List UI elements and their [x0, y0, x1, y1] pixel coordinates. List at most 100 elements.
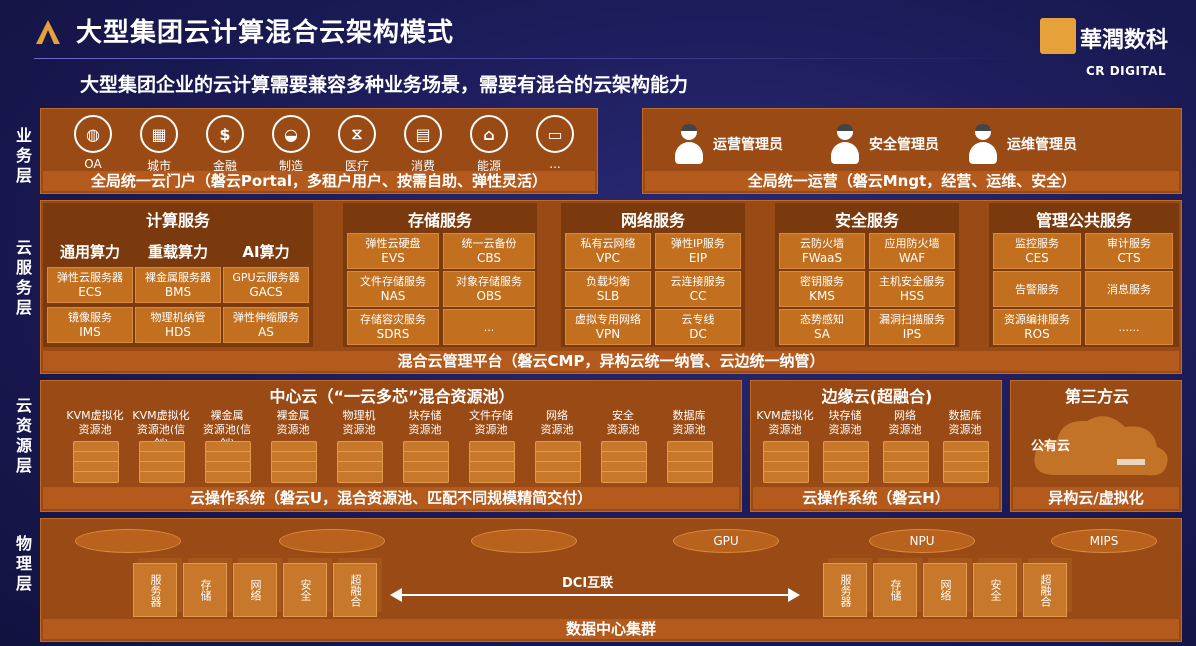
layer-label-physical: 物理层 — [15, 534, 32, 593]
service-name: 对象存储服务 — [456, 275, 522, 288]
service-cell: ... — [443, 309, 535, 345]
service-code: CC — [689, 289, 707, 303]
stack-layer — [667, 471, 713, 483]
service-name: 弹性IP服务 — [671, 237, 725, 250]
resource-pool-stack-icon — [763, 441, 809, 485]
hardware-box: 超融合 — [1023, 563, 1067, 617]
brand-logo: 華潤数科 CR DIGITAL — [1040, 18, 1180, 82]
cloud-icon — [1034, 416, 1168, 476]
resource-pool-stack-icon — [469, 441, 515, 485]
stack-layer — [469, 471, 515, 483]
resource-pool-label: 块存储资源池 — [815, 409, 875, 437]
resource-pool-type: 资源池 — [78, 423, 112, 436]
dci-arrow — [390, 588, 800, 602]
compute-group-ai: AI算力 — [242, 243, 290, 261]
resource-pool-stack-icon — [73, 441, 119, 485]
service-code: VPC — [596, 251, 620, 265]
admin-ops: 运维管理员 — [967, 119, 1077, 169]
service-code: SLB — [596, 289, 620, 303]
business-scenario-0: ◍OA — [69, 115, 117, 171]
business-scenario-label: 金融 — [212, 159, 237, 173]
title-divider — [34, 58, 1034, 59]
admin-security: 安全管理员 — [829, 119, 939, 169]
service-name: 漏洞扫描服务 — [879, 313, 945, 326]
stack-layer — [271, 471, 317, 483]
hardware-box: 网络 — [233, 563, 277, 617]
service-code: CTS — [1117, 251, 1141, 265]
service-code: AS — [258, 325, 274, 339]
hardware-chip-disc — [471, 529, 577, 553]
stack-layer — [403, 471, 449, 483]
resource-pool-stack-icon — [823, 441, 869, 485]
center-cloud-panel: 中心云（“一云多芯”混合资源池） KVM虚拟化资源池KVM虚拟化资源池(信创)裸… — [40, 380, 742, 512]
resource-pool-name: 文件存储 — [469, 409, 513, 422]
resource-pool-label: 文件存储资源池 — [461, 409, 521, 437]
stack-layer — [337, 471, 383, 483]
service-code: CBS — [476, 251, 502, 265]
service-code: GACS — [249, 285, 283, 299]
service-name: 私有云网络 — [580, 237, 636, 250]
resource-pool-type: 资源池 — [606, 423, 640, 436]
resource-pool-type: 资源池 — [276, 423, 310, 436]
service-name: 弹性伸缩服务 — [233, 311, 299, 324]
center-cloud-title: 中心云（“一云多芯”混合资源池） — [269, 387, 515, 406]
service-code: DC — [689, 327, 707, 341]
service-name: 监控服务 — [1015, 237, 1059, 250]
third-party-cloud-title: 第三方云 — [1064, 387, 1129, 406]
hardware-box: 存储 — [183, 563, 227, 617]
globe-icon: ◍ — [74, 115, 112, 153]
hardware-box: 服务器 — [823, 563, 867, 617]
resource-pool-name: 块存储 — [828, 409, 862, 422]
service-code: VPN — [595, 327, 621, 341]
brand-mark-icon — [1040, 18, 1076, 54]
resource-pool-stack-icon — [271, 441, 317, 485]
service-name: 统一云备份 — [461, 237, 517, 250]
business-scenario-label: ... — [549, 157, 561, 171]
resource-pool-type: 资源池 — [768, 423, 802, 436]
stack-layer — [601, 471, 647, 483]
resource-pool-label: KVM虚拟化资源池 — [755, 409, 815, 437]
service-name: 应用防火墙 — [884, 237, 940, 250]
service-name: 弹性云服务器 — [57, 271, 123, 284]
dci-label: DCI互联 — [562, 576, 614, 591]
page-title: 大型集团云计算混合云架构模式 — [76, 18, 455, 48]
resource-pool-type: 资源池 — [540, 423, 574, 436]
resource-pool-stack-icon — [667, 441, 713, 485]
factory-icon: ⌂ — [470, 115, 508, 153]
service-code: IMS — [79, 325, 101, 339]
resource-pool-name: 裸金属 — [276, 409, 310, 422]
edge-cloud-title: 边缘云(超融合) — [821, 387, 933, 406]
resource-pool-name: KVM虚拟化 — [132, 409, 190, 422]
resource-pool-label: 网络资源池 — [875, 409, 935, 437]
resource-pool-type: 资源池 — [948, 423, 982, 436]
hardware-box: 安全 — [283, 563, 327, 617]
service-name: 资源编排服务 — [1004, 313, 1070, 326]
resource-pool-name: 安全 — [612, 409, 634, 422]
resource-pool-type: 资源池 — [342, 423, 376, 436]
public-cloud-label: 公有云 — [1031, 439, 1071, 454]
third-party-cloud-panel: 第三方云 公有云 异构云/虚拟化 — [1010, 380, 1182, 512]
business-scenario-label: 医疗 — [344, 159, 369, 173]
stack-layer — [535, 471, 581, 483]
resource-pool-type: 资源池 — [672, 423, 706, 436]
brand-name-cn: 華潤数科 — [1080, 28, 1169, 53]
service-name: 虚拟专用网络 — [575, 313, 641, 326]
service-code: HSS — [899, 289, 925, 303]
hardware-box: 存储 — [873, 563, 917, 617]
resource-pool-label: KVM虚拟化资源池 — [65, 409, 125, 437]
resource-pool-label: 数据库资源池 — [659, 409, 719, 437]
service-name: 云防火墙 — [800, 237, 844, 250]
unified-operation-bar: 全局统一运营（磐云Mngt，经营、运维、安全） — [645, 171, 1179, 191]
center-cloud-os-bar: 云操作系统（磐云U，混合资源池、匹配不同规模精简交付） — [43, 487, 739, 509]
service-name: 文件存储服务 — [360, 275, 426, 288]
